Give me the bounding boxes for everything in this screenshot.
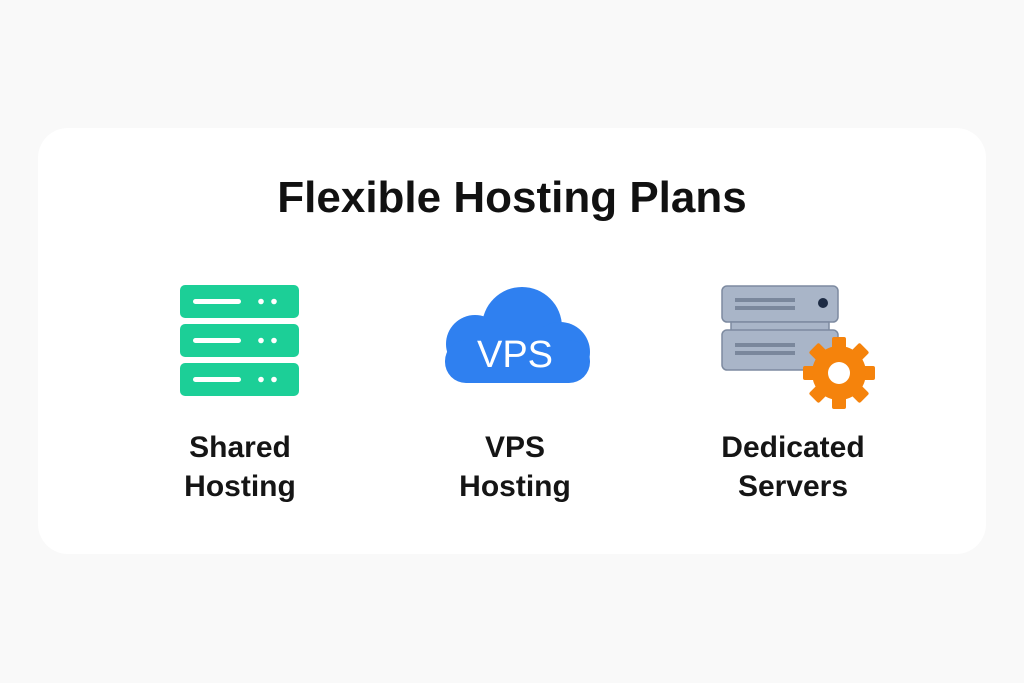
plan-label-line: Shared	[189, 431, 291, 464]
plan-shared-hosting[interactable]: Shared Hosting	[120, 270, 360, 520]
plan-label-vps: VPS Hosting	[395, 428, 635, 506]
plan-label-shared: Shared Hosting	[120, 428, 360, 506]
plan-vps-hosting[interactable]: VPS VPS Hosting	[395, 270, 635, 520]
cloud-icon-label: VPS	[477, 334, 553, 376]
server-stack-icon	[180, 285, 299, 396]
cloud-icon: VPS	[445, 287, 590, 383]
page-title: Flexible Hosting Plans	[277, 173, 747, 222]
plan-label-line: VPS	[484, 431, 546, 464]
plan-dedicated-servers[interactable]: Dedicated Servers	[673, 270, 913, 520]
plan-label-line: Dedicated	[721, 431, 865, 464]
plan-label-line: Hosting	[184, 470, 296, 503]
plan-label-line: Hosting	[459, 470, 571, 503]
server-gear-icon	[721, 285, 875, 409]
plan-label-line: Servers	[737, 470, 849, 503]
plan-label-dedicated: Dedicated Servers	[673, 428, 913, 506]
